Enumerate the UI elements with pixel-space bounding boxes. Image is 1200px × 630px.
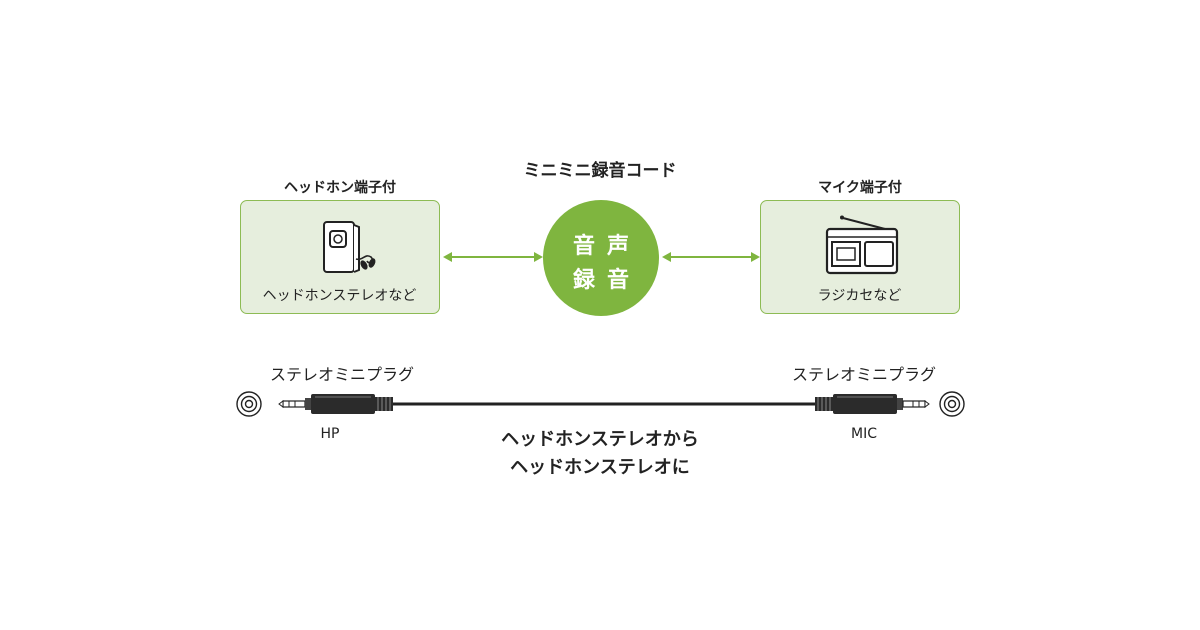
hp-label: HP [320,426,340,442]
diagram-title: ミニミニ録音コード [523,161,677,181]
mic-label: MIC [851,426,877,442]
right-jack-icon [939,391,965,417]
left-device-box: ヘッドホンステレオなど [240,200,440,314]
cable-description-line-1: ヘッドホンステレオから [501,429,699,450]
circle-line-1: 音声 [572,234,641,259]
left-device-header: ヘッドホン端子付 [284,180,396,196]
right-device-box: ラジカセなど [760,200,960,314]
radio-cassette-icon [825,215,899,275]
right-plug-label: ステレオミニプラグ [791,365,936,384]
left-plug-label: ステレオミニプラグ [269,365,414,384]
right-device-header: マイク端子付 [818,180,902,196]
right-double-arrow [662,252,760,262]
right-device-caption: ラジカセなど [817,288,902,304]
cable-description-line-2: ヘッドホンステレオに [510,457,690,478]
voice-recording-circle: 音声 録音 [543,200,659,316]
left-jack-icon [236,391,262,417]
portable-player-icon [323,221,376,273]
left-device-caption: ヘッドホンステレオなど [262,288,417,304]
circle-line-2: 録音 [572,268,641,293]
stereo-mini-cable [278,394,930,414]
left-double-arrow [443,252,543,262]
